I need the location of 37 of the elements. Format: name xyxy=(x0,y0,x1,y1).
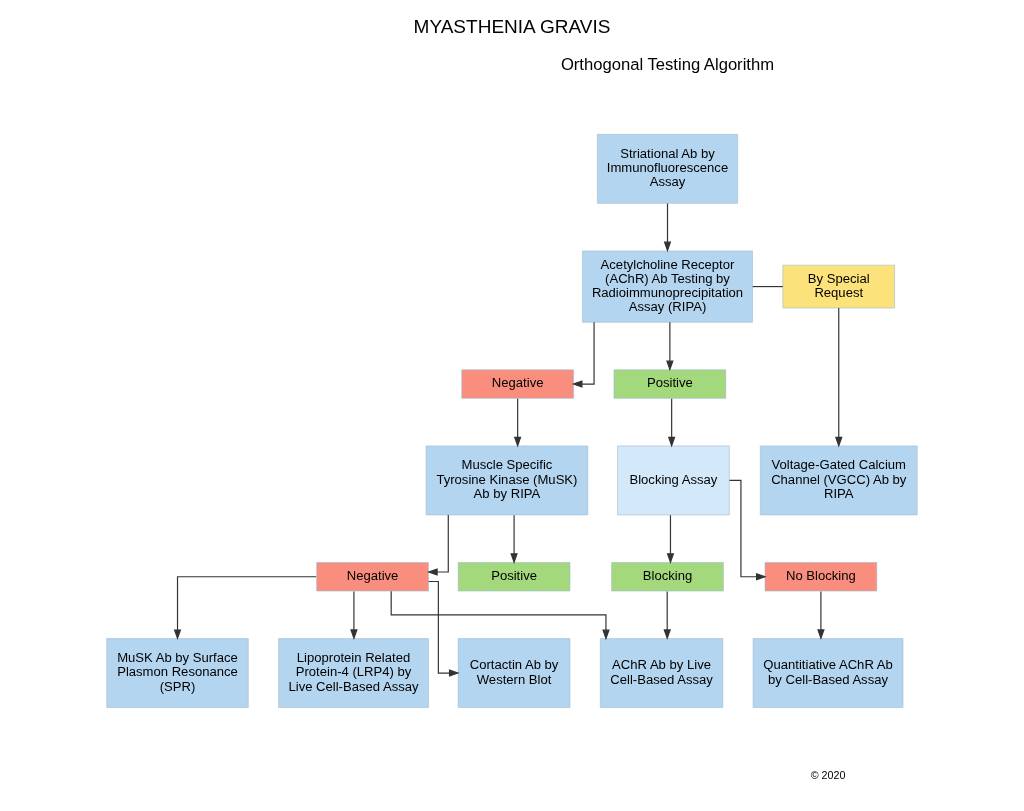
arrow xyxy=(663,202,672,253)
arrow xyxy=(666,321,674,372)
arrow xyxy=(667,398,676,448)
node-box: Voltage-Gated Calcium Channel (VGCC) Ab by RIPA xyxy=(759,445,918,516)
arrow xyxy=(513,398,522,448)
arrow xyxy=(817,590,825,641)
arrow xyxy=(728,479,767,581)
arrow xyxy=(666,514,675,564)
node-box: Muscle Specific Tyrosine Kinase (MuSK) Ab by RIPA xyxy=(425,445,589,516)
label: © 2020 xyxy=(810,769,846,782)
arrow xyxy=(835,307,843,448)
arrow xyxy=(428,580,460,677)
node-box: Positive xyxy=(613,369,727,399)
connector xyxy=(752,285,784,288)
node-box: No Blocking xyxy=(764,562,878,592)
node-box: Blocking Assay xyxy=(617,445,730,516)
node-box: Blocking xyxy=(611,562,724,592)
arrow xyxy=(390,590,610,641)
node-box: Negative xyxy=(316,562,429,592)
node-box: Lipoprotein Related Protein-4 (LRP4) by Live Cell-Based Assay xyxy=(278,638,429,708)
node-box: By Special Request xyxy=(782,264,895,309)
arrow xyxy=(510,514,518,564)
node-box: Positive xyxy=(457,562,571,592)
node-box: Striational Ab by Immunofluorescence Assay xyxy=(597,134,738,204)
diagram-title: MYASTHENIA GRAVIS xyxy=(413,16,611,38)
arrow xyxy=(427,514,449,576)
node-box: Acetylcholine Receptor (AChR) Ab Testing by Radioimmunoprecipitation Assay (RIPA) xyxy=(582,250,753,323)
node-box: Cortactin Ab by Western Blot xyxy=(457,638,571,708)
arrow xyxy=(571,321,595,388)
node-box: Quantitiative AChR Ab by Cell-Based Assay xyxy=(752,638,904,708)
arrow xyxy=(173,576,317,641)
node-box: MuSK Ab by Surface Plasmon Resonance (SPR) xyxy=(106,638,249,708)
label: Orthogonal Testing Algorithm xyxy=(560,54,775,74)
node-box: AChR Ab by Live Cell-Based Assay xyxy=(600,638,724,708)
arrow xyxy=(663,590,671,641)
node-box: Negative xyxy=(461,369,574,399)
arrow xyxy=(350,590,358,641)
